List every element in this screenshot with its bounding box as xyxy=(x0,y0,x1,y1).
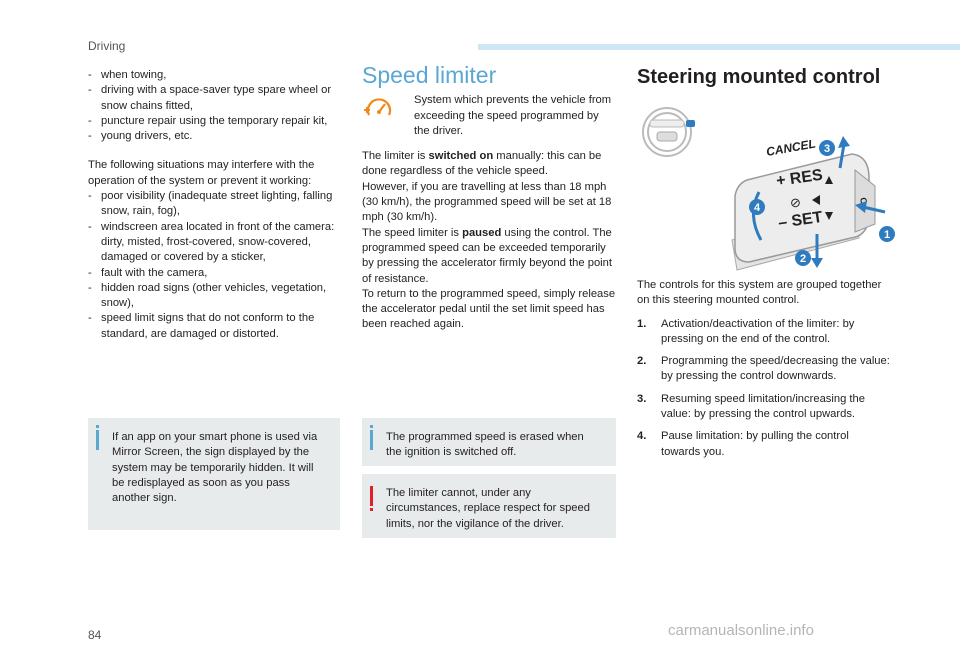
control-functions-list: 1.Activation/deactivation of the limiter… xyxy=(637,317,890,460)
section-header: Driving xyxy=(88,39,126,53)
speed-limiter-intro: System which prevents the vehicle from e… xyxy=(414,94,612,137)
list-item: windscreen area located in front of the … xyxy=(88,220,343,266)
limiter-paragraph: To return to the programmed speed, simpl… xyxy=(362,287,616,331)
list-item: poor visibility (inadequate street light… xyxy=(88,189,343,220)
column-right: Steering mounted control xyxy=(637,66,890,88)
limiter-paragraph: However, if you are travelling at less t… xyxy=(362,180,612,224)
steering-wheel-icon xyxy=(642,107,695,157)
interference-list: poor visibility (inadequate street light… xyxy=(88,189,343,342)
info-note-mirror-screen: If an app on your smart phone is used vi… xyxy=(88,418,340,530)
control-stalk: CANCEL + RES – SET O ⊘ xyxy=(731,136,876,271)
cancel-label: CANCEL xyxy=(765,136,817,158)
list-item: 4.Pause limitation: by pulling the contr… xyxy=(637,430,849,458)
steering-control-illustration: CANCEL + RES – SET O ⊘ 3 4 1 2 xyxy=(637,100,897,275)
list-item: hidden road signs (other vehicles, veget… xyxy=(88,281,343,312)
steering-control-text: The controls for this system are grouped… xyxy=(637,278,890,467)
callout-4: 4 xyxy=(754,202,761,214)
speed-limiter-icon xyxy=(362,93,414,128)
page-number: 84 xyxy=(88,628,102,642)
set-label: – SET xyxy=(777,209,824,232)
list-item: puncture repair using the temporary repa… xyxy=(88,114,343,130)
column-left: when towing, driving with a space-saver … xyxy=(88,68,343,342)
interference-paragraph: The following situations may interfere w… xyxy=(88,159,315,187)
speed-limiter-title: Speed limiter xyxy=(362,62,497,88)
steering-control-paragraph: The controls for this system are grouped… xyxy=(637,279,882,307)
info-note-ignition: The programmed speed is erased when the … xyxy=(362,418,616,466)
info-icon xyxy=(370,425,373,450)
column-middle: Speed limiter System which prevents the … xyxy=(362,62,616,333)
header-bar xyxy=(478,44,960,50)
callout-2: 2 xyxy=(800,253,806,265)
conditions-list: when towing, driving with a space-saver … xyxy=(88,68,343,145)
watermark[interactable]: carmanualsonline.info xyxy=(668,622,814,639)
callout-1: 1 xyxy=(884,229,890,241)
note-text: The programmed speed is erased when the … xyxy=(386,431,584,459)
info-icon xyxy=(96,425,99,450)
limiter-paragraph: The limiter is switched on manually: thi… xyxy=(362,150,602,178)
end-button-label: O xyxy=(858,197,869,206)
list-item: 1.Activation/deactivation of the limiter… xyxy=(637,317,855,345)
list-item: fault with the camera, xyxy=(88,266,343,282)
res-label: + RES xyxy=(775,167,824,190)
warning-note: The limiter cannot, under any circumstan… xyxy=(362,474,616,538)
list-item: speed limit signs that do not conform to… xyxy=(88,311,343,342)
note-text: If an app on your smart phone is used vi… xyxy=(112,431,318,505)
steering-control-title: Steering mounted control xyxy=(637,66,881,88)
warning-icon xyxy=(370,486,373,511)
list-item: 3.Resuming speed limitation/increasing t… xyxy=(637,392,865,421)
list-item: young drivers, etc. xyxy=(88,129,343,145)
list-item: 2.Programming the speed/decreasing the v… xyxy=(637,355,890,383)
list-item: when towing, xyxy=(88,68,343,84)
list-item: driving with a space-saver type spare wh… xyxy=(88,83,343,114)
callout-3: 3 xyxy=(824,143,830,155)
note-text: The limiter cannot, under any circumstan… xyxy=(386,487,590,530)
limiter-paragraph: The speed limiter is paused using the co… xyxy=(362,226,612,285)
limiter-symbol-icon: ⊘ xyxy=(790,195,801,210)
